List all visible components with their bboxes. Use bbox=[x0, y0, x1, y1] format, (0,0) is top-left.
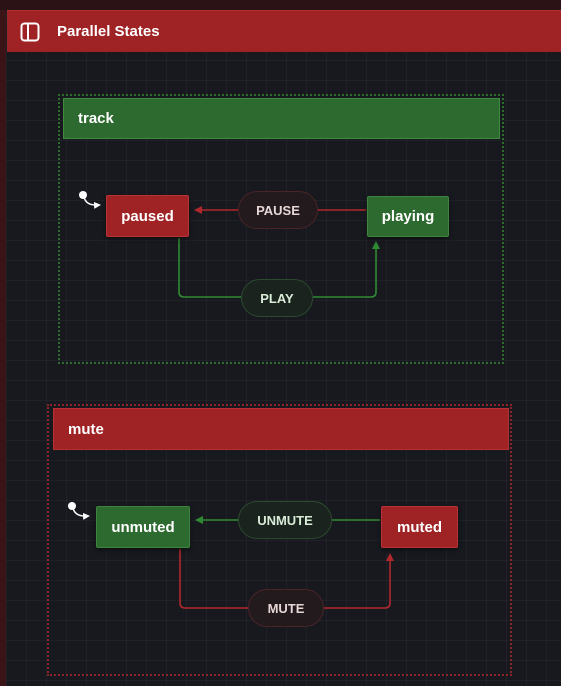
state-paused[interactable]: paused bbox=[106, 195, 189, 237]
region-track-boundary bbox=[58, 94, 504, 364]
diagram-title: Parallel States bbox=[57, 23, 160, 40]
region-mute-header[interactable]: mute bbox=[53, 408, 509, 450]
event-unmute[interactable]: UNMUTE bbox=[238, 501, 332, 539]
region-mute-boundary bbox=[47, 404, 512, 676]
panel-layout-icon[interactable] bbox=[20, 22, 40, 42]
event-play[interactable]: PLAY bbox=[241, 279, 313, 317]
state-playing[interactable]: playing bbox=[367, 196, 449, 237]
top-strip bbox=[0, 0, 561, 10]
state-unmuted[interactable]: unmuted bbox=[96, 506, 190, 548]
event-pause[interactable]: PAUSE bbox=[238, 191, 318, 229]
diagram-header: Parallel States bbox=[7, 10, 561, 52]
state-muted[interactable]: muted bbox=[381, 506, 458, 548]
region-track-header[interactable]: track bbox=[63, 98, 500, 139]
event-mute[interactable]: MUTE bbox=[248, 589, 324, 627]
